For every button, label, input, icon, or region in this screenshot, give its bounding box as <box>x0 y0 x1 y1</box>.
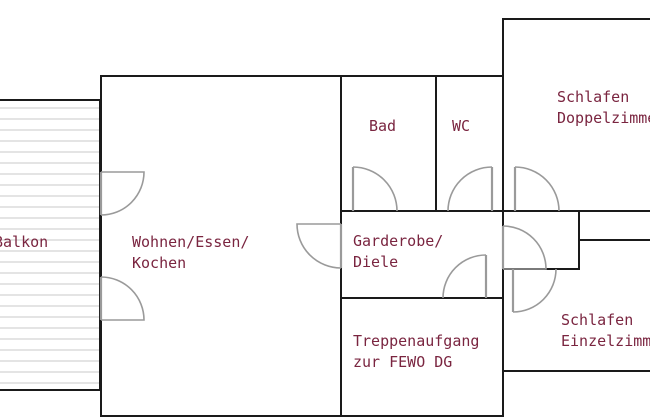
door-flur[interactable] <box>501 225 547 270</box>
door-bad[interactable] <box>351 166 398 212</box>
door-balkon-lower[interactable] <box>99 276 145 321</box>
schlafen-doppel-walls <box>502 18 650 212</box>
balcony-slats <box>0 107 99 384</box>
door-schlafen-doppel[interactable] <box>513 166 560 212</box>
door-garderobe-treppe[interactable] <box>442 254 488 299</box>
label-garderobe: Garderobe/ Diele <box>353 232 452 271</box>
label-wohnen: Wohnen/Essen/ Kochen <box>132 233 258 272</box>
door-schlafen-einzel[interactable] <box>511 268 557 313</box>
bad-walls <box>340 75 437 212</box>
flur-walls <box>502 210 580 270</box>
label-bad: Bad <box>369 117 396 135</box>
door-balkon-upper[interactable] <box>99 171 145 216</box>
label-treppe: Treppenaufgang zur FEWO DG <box>353 332 488 371</box>
doors <box>99 166 560 321</box>
label-schlafen-einzel: Schlafen Einzelzimmer <box>561 311 650 350</box>
door-wc[interactable] <box>447 166 494 212</box>
label-wc: WC <box>452 117 470 135</box>
room-labels: Balkon Wohnen/Essen/ Kochen Bad WC Schla… <box>0 88 650 371</box>
walls <box>0 18 650 417</box>
label-schlafen-doppel: Schlafen Doppelzimmer <box>557 88 650 127</box>
label-balkon: Balkon <box>0 233 48 251</box>
door-wohnen-diele[interactable] <box>296 223 343 269</box>
